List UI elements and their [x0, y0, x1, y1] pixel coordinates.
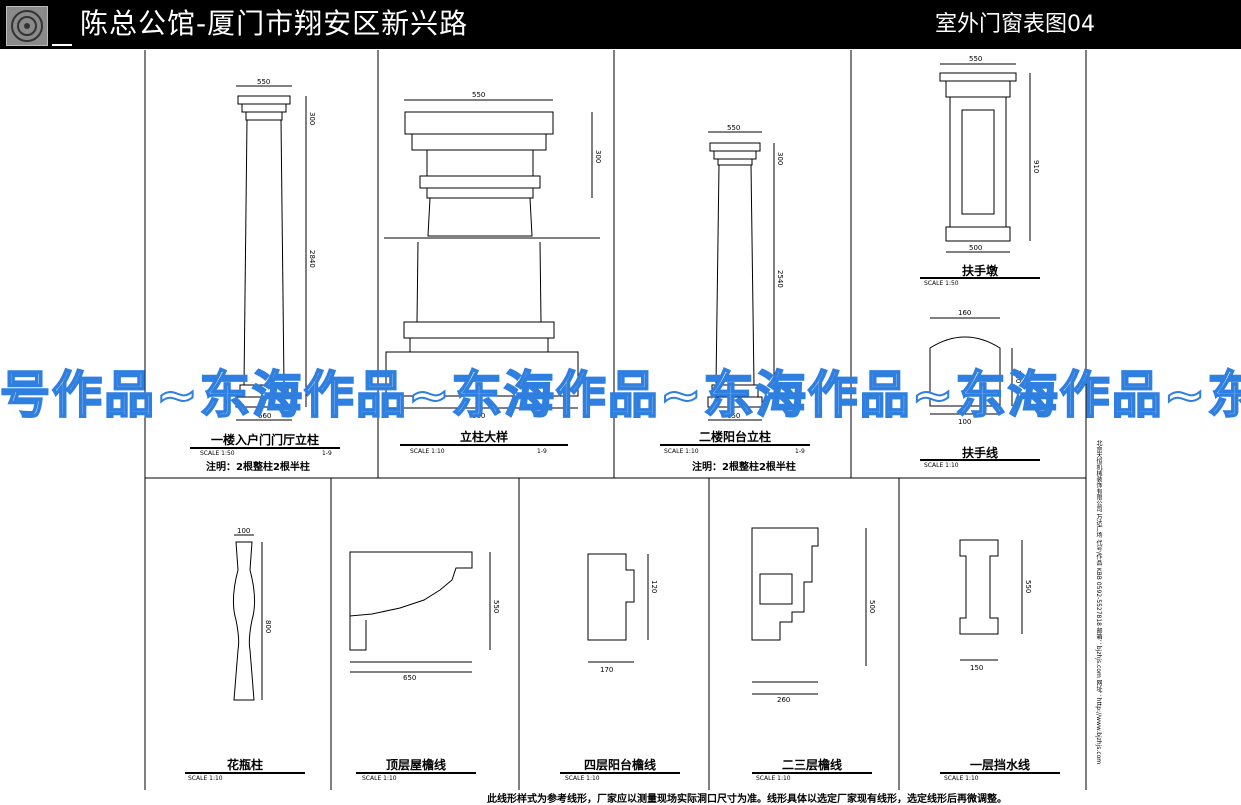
svg-text:100: 100 [237, 527, 250, 535]
svg-text:550: 550 [727, 124, 740, 132]
scale-label: SCALE 1:10 [664, 448, 699, 455]
caption-entry-column: 一楼入户门门厅立柱 [210, 433, 319, 447]
svg-text:500: 500 [868, 600, 876, 613]
side-title-block: 北京天恒机械装饰有限公司 万达广场 代号/作品 KBB 0592-5527818… [1095, 440, 1102, 765]
drawing-title: 陈总公馆-厦门市翔安区新兴路 [80, 7, 469, 40]
detail-ref: 1-9 [537, 448, 547, 455]
caption-underline [920, 459, 1040, 461]
scale-label: SCALE 1:50 [924, 280, 959, 287]
caption-underline [356, 772, 476, 774]
caption-top-eave: 顶层屋檐线 [385, 758, 446, 772]
caption-balcony-column: 二楼阳台立柱 [698, 430, 771, 444]
scale-label: SCALE 1:10 [188, 775, 223, 782]
svg-text:150: 150 [970, 664, 983, 672]
scale-label: SCALE 1:10 [410, 448, 445, 455]
caption-fourth-eave: 四层阳台檐线 [583, 758, 656, 772]
svg-text:650: 650 [727, 412, 740, 420]
detail-ref: 1-9 [795, 448, 805, 455]
svg-text:120: 120 [650, 580, 658, 593]
svg-text:300: 300 [594, 150, 602, 163]
note-entry-column: 注明：2根整柱2根半柱 [206, 462, 310, 473]
svg-text:550: 550 [492, 600, 500, 613]
svg-text:910: 910 [1032, 160, 1040, 173]
svg-text:550: 550 [1024, 580, 1032, 593]
caption-underline [185, 772, 305, 774]
top-eave-profile [349, 551, 491, 673]
caption-underline [400, 444, 568, 446]
caption-underline [560, 772, 680, 774]
water-ledge-profile [959, 539, 1023, 661]
caption-underline [920, 277, 1040, 279]
svg-text:160: 160 [958, 309, 971, 317]
scale-label: SCALE 1:10 [362, 775, 397, 782]
svg-text:170: 170 [600, 666, 613, 674]
svg-text:2840: 2840 [308, 250, 316, 268]
column-entry [235, 85, 307, 421]
detail-ref: 1-9 [322, 450, 332, 457]
handrail-profile [929, 317, 1013, 415]
caption-underline [752, 772, 872, 774]
svg-text:260: 260 [777, 696, 790, 704]
caption-water-ledge: 一层挡水线 [969, 758, 1030, 772]
scale-label: SCALE 1:50 [200, 450, 235, 457]
note-balcony-column: 注明：2根整柱2根半柱 [692, 462, 796, 473]
column-detail [384, 99, 600, 409]
scale-label: SCALE 1:10 [565, 775, 600, 782]
fourth-eave-profile [587, 553, 649, 663]
scale-label: SCALE 1:10 [756, 775, 791, 782]
svg-text:650: 650 [403, 674, 416, 682]
svg-text:550: 550 [257, 78, 270, 86]
svg-text:660: 660 [472, 412, 485, 420]
caption-underline [190, 447, 340, 449]
svg-text:300: 300 [308, 112, 316, 125]
sheet-title: 室外门窗表图04 [935, 12, 1095, 37]
caption-baluster: 花瓶柱 [226, 758, 263, 772]
logo-emblem [6, 6, 48, 46]
caption-underline [660, 444, 810, 446]
svg-text:100: 100 [958, 418, 971, 426]
svg-text:2540: 2540 [776, 270, 784, 288]
caption-second-eave: 二三层檐线 [781, 758, 842, 772]
baluster [232, 534, 263, 701]
svg-text:660: 660 [258, 412, 271, 420]
caption-handrail-pier: 扶手墩 [961, 264, 998, 278]
caption-handrail-line: 扶手线 [961, 446, 998, 460]
svg-text:500: 500 [969, 244, 982, 252]
scale-label: SCALE 1:10 [944, 775, 979, 782]
svg-text:800: 800 [264, 620, 272, 633]
svg-text:300: 300 [776, 152, 784, 165]
svg-text:550: 550 [472, 91, 485, 99]
handrail-pier [939, 63, 1031, 253]
scale-label: SCALE 1:10 [924, 462, 959, 469]
caption-column-detail: 立柱大样 [459, 430, 508, 444]
column-balcony [707, 131, 775, 421]
footer-note: 此线形样式为参考线形，厂家应以测量现场实际洞口尺寸为准。线形具体以选定厂家现有线… [487, 794, 1007, 805]
svg-text:100: 100 [1014, 370, 1022, 383]
header-rule [52, 44, 72, 46]
svg-text:550: 550 [969, 55, 982, 63]
caption-underline [940, 772, 1060, 774]
title-bar: 陈总公馆-厦门市翔安区新兴路 室外门窗表图04 [0, 0, 1241, 49]
watermark: 号作品~东海作品~东海作品~东海作品~东海作品~东海作品~东海作品~东海作 [0, 366, 1241, 424]
second-eave-profile [751, 527, 867, 695]
